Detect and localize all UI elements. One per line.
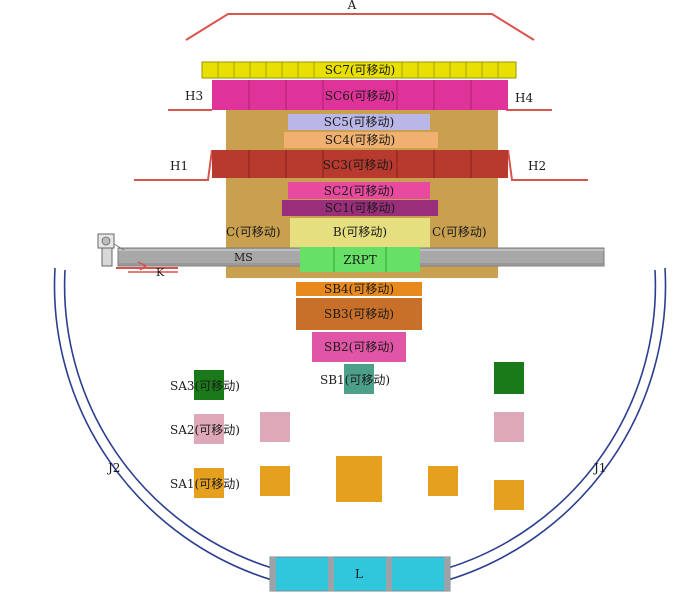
label-h1: H1	[170, 159, 188, 173]
label-l: L	[355, 567, 363, 581]
label-h2: H2	[528, 159, 546, 173]
block-b	[290, 218, 430, 248]
line-h2	[507, 149, 588, 181]
block-sb1	[344, 364, 374, 394]
label-sc4: SC4(可移动)	[325, 133, 395, 147]
label-sa3: SA3(可移动)	[170, 379, 240, 393]
arc-inner-left	[63, 269, 273, 569]
block-sa1-center	[336, 456, 382, 502]
label-c-left: C(可移动)	[226, 225, 281, 239]
block-sc3	[212, 150, 508, 178]
label-a: A	[347, 0, 357, 12]
block-sa2-right	[494, 412, 524, 442]
label-sc5: SC5(可移动)	[324, 115, 394, 129]
label-sb1: SB1(可移动)	[320, 373, 390, 387]
label-sc1: SC1(可移动)	[325, 201, 395, 215]
label-sb4: SB4(可移动)	[324, 282, 394, 296]
line-a	[185, 13, 535, 41]
label-ms: MS	[234, 251, 253, 264]
label-zrpt: ZRPT	[343, 253, 376, 267]
block-sa1-right1	[428, 466, 458, 496]
label-sa1: SA1(可移动)	[170, 477, 240, 491]
label-k: K	[156, 266, 165, 279]
block-zrpt	[300, 247, 420, 272]
block-sc1	[282, 200, 438, 216]
block-sc4	[284, 132, 438, 148]
block-sb3	[296, 298, 422, 330]
label-b: B(可移动)	[333, 225, 387, 239]
block-sc2	[288, 182, 430, 199]
label-j2: J2	[106, 461, 120, 475]
block-sc7	[201, 61, 517, 79]
block-sa3-left	[194, 370, 224, 400]
block-sa3-right	[494, 362, 524, 394]
label-h3: H3	[185, 89, 203, 103]
label-sb3: SB3(可移动)	[324, 307, 394, 321]
block-sa1-mid	[260, 466, 290, 496]
arc-inner-right	[447, 269, 657, 569]
block-sa2-mid	[260, 412, 290, 442]
line-h1	[134, 149, 213, 181]
block-sa2-left	[194, 414, 224, 444]
label-sc6: SC6(可移动)	[325, 89, 395, 103]
label-h4: H4	[515, 91, 533, 105]
block-sb2	[312, 332, 406, 362]
block-sb4	[296, 282, 422, 296]
label-c-right: C(可移动)	[432, 225, 487, 239]
label-sc3: SC3(可移动)	[323, 158, 393, 172]
arc-outer-right	[447, 267, 667, 581]
label-sb2: SB2(可移动)	[324, 340, 394, 354]
label-j1: J1	[592, 461, 606, 475]
label-sa2: SA2(可移动)	[170, 423, 240, 437]
block-sc5	[288, 114, 430, 130]
block-sc6	[212, 80, 508, 110]
block-sa1-left	[194, 468, 224, 498]
line-k	[116, 261, 178, 273]
arc-outer	[53, 267, 273, 581]
block-sa1-right2	[494, 480, 524, 510]
label-sc2: SC2(可移动)	[324, 184, 394, 198]
block-l	[269, 556, 451, 592]
winch-icon	[97, 233, 125, 267]
label-sc7: SC7(可移动)	[325, 63, 395, 77]
